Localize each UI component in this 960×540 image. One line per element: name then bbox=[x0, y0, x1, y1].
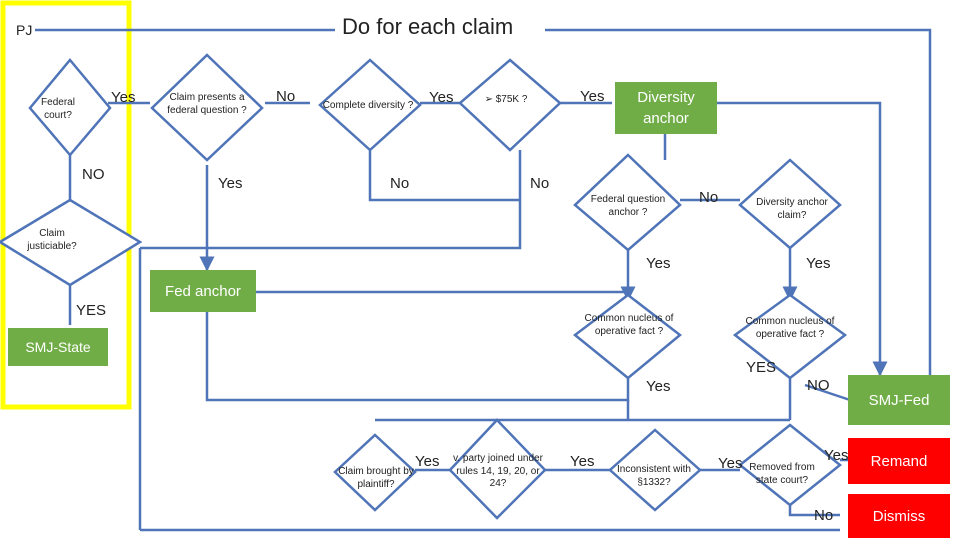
edge-justiciable-yes: YES bbox=[76, 302, 107, 319]
node-inconsistent-1332: Inconsistent with §1332? bbox=[617, 464, 691, 488]
box-dismiss: Dismiss bbox=[848, 494, 950, 538]
diagram-title: Do for each claim bbox=[342, 14, 514, 39]
node-diversity-anchor-claim: Diversity anchor claim? bbox=[756, 197, 828, 221]
edge-federal-court-no: NO bbox=[82, 166, 105, 183]
diamond-inconsistent-1332 bbox=[608, 428, 702, 512]
diamond-common-nucleus-2 bbox=[732, 293, 848, 380]
edge-nucleus1-yes: Yes bbox=[646, 378, 671, 395]
node-common-nucleus-2: Common nucleus of operative fact ? bbox=[745, 316, 835, 340]
diamond-claim-brought-by-plaintiff bbox=[333, 433, 417, 512]
edge-diversity-yes: Yes bbox=[429, 89, 454, 106]
box-diversity-anchor: Diversity anchor bbox=[615, 82, 717, 134]
node-party-joined: v. party joined under rules 14, 19, 20, … bbox=[453, 453, 543, 489]
edge-inconsistent-yes: Yes bbox=[718, 455, 743, 472]
edge-plaintiff-yes: Yes bbox=[415, 453, 440, 470]
box-remand: Remand bbox=[848, 438, 950, 484]
edge-fq-yes: Yes bbox=[218, 175, 243, 192]
edge-diversity-no: No bbox=[390, 175, 410, 192]
diamond-federal-question bbox=[150, 53, 264, 162]
pj-highlight-frame bbox=[0, 0, 132, 410]
edge-div-anchor-yes: Yes bbox=[806, 255, 831, 272]
node-common-nucleus-1: Common nucleus of operative fact ? bbox=[584, 313, 674, 337]
edge-nucleus2-no: NO bbox=[807, 377, 830, 394]
edge-federal-court-yes: Yes bbox=[111, 89, 136, 106]
diamond-removed-from-state bbox=[737, 423, 843, 507]
edge-fq-no: No bbox=[276, 88, 296, 105]
edge-fq-anchor-yes: Yes bbox=[646, 255, 671, 272]
diamond-common-nucleus-1 bbox=[572, 293, 683, 380]
diamond-complete-diversity bbox=[318, 58, 422, 152]
node-claim-presents-federal-question: Claim presents a federal question ? bbox=[167, 92, 247, 116]
node-claim-justiciable: Claim justiciable? bbox=[27, 228, 77, 252]
node-federal-court: Federal court? bbox=[41, 97, 75, 121]
diamond-amount-75k bbox=[458, 58, 562, 152]
node-removed-from-state: Removed from state court? bbox=[749, 462, 815, 486]
pj-label: PJ bbox=[16, 22, 33, 38]
edge-amount-no: No bbox=[530, 175, 550, 192]
node-complete-diversity: Complete diversity ? bbox=[322, 100, 414, 111]
node-claim-brought-by-plaintiff: Claim brought by plaintiff? bbox=[338, 466, 414, 490]
diamond-federal-court bbox=[28, 58, 112, 157]
node-fq-anchor: Federal question anchor ? bbox=[590, 194, 666, 218]
edge-party-yes: Yes bbox=[570, 453, 595, 470]
edge-removed-yes: Yes bbox=[824, 447, 849, 464]
edge-nucleus2-yes: YES bbox=[746, 359, 777, 376]
diamond-party-joined bbox=[448, 418, 547, 520]
diamond-claim-justiciable bbox=[0, 198, 143, 287]
box-smj-state: SMJ-State bbox=[8, 328, 108, 366]
edge-removed-no: No bbox=[814, 507, 834, 524]
node-amount-75k: ➢ $75K ? bbox=[484, 94, 528, 105]
diamond-diversity-anchor-claim bbox=[738, 158, 842, 250]
edge-fq-anchor-no: No bbox=[699, 189, 719, 206]
diamond-fq-anchor bbox=[573, 153, 682, 252]
box-smj-fed: SMJ-Fed bbox=[848, 375, 950, 425]
edge-amount-yes: Yes bbox=[580, 88, 605, 105]
connector-lines bbox=[35, 28, 932, 532]
box-fed-anchor: Fed anchor bbox=[150, 270, 256, 312]
